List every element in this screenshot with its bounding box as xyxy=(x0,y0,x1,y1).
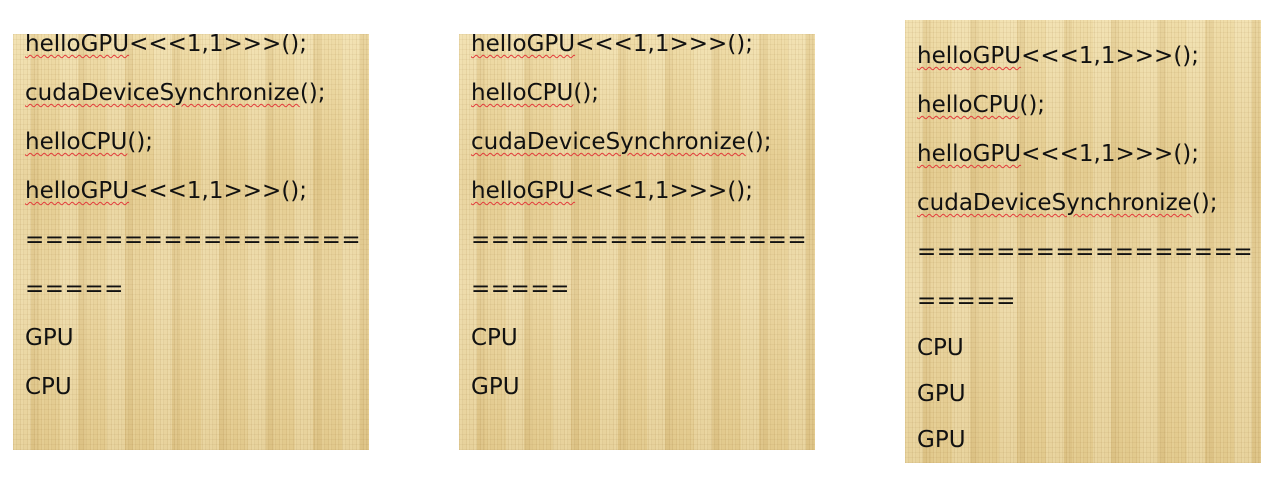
separator-line: ===== xyxy=(471,276,570,302)
call-suffix: (); xyxy=(745,129,772,155)
code-line: helloGPU<<<1,1>>>(); xyxy=(471,34,753,58)
call-suffix: <<<1,1>>>(); xyxy=(575,178,754,204)
call-suffix: (); xyxy=(1191,190,1218,216)
call-suffix: <<<1,1>>>(); xyxy=(575,34,754,57)
output-line: GPU xyxy=(471,374,520,400)
code-line: helloGPU<<<1,1>>>(); xyxy=(471,177,753,205)
output-line: GPU xyxy=(25,325,74,351)
code-line: helloGPU<<<1,1>>>(); xyxy=(25,177,307,205)
separator-line: ================= xyxy=(471,227,808,253)
function-name: helloCPU xyxy=(25,129,128,155)
code-panel-2: helloGPU<<<1,1>>>(); helloCPU(); cudaDev… xyxy=(459,34,815,450)
call-suffix: <<<1,1>>>(); xyxy=(129,34,308,57)
code-line: helloGPU<<<1,1>>>(); xyxy=(917,42,1199,70)
separator-line: ================= xyxy=(25,227,362,253)
function-name: cudaDeviceSynchronize xyxy=(471,129,746,155)
function-name: helloCPU xyxy=(471,80,574,106)
code-panel-3: helloGPU<<<1,1>>>(); helloCPU(); helloGP… xyxy=(905,20,1261,463)
separator-line: ================= xyxy=(917,239,1254,265)
code-line: helloCPU(); xyxy=(471,79,599,107)
code-line: helloGPU<<<1,1>>>(); xyxy=(25,34,307,58)
function-name: helloGPU xyxy=(917,141,1022,167)
function-name: helloGPU xyxy=(471,34,576,57)
output-line: CPU xyxy=(25,374,72,400)
code-line: helloCPU(); xyxy=(25,128,153,156)
call-suffix: (); xyxy=(127,129,154,155)
function-name: helloGPU xyxy=(917,43,1022,69)
code-line: cudaDeviceSynchronize(); xyxy=(471,128,772,156)
code-line: cudaDeviceSynchronize(); xyxy=(25,79,326,107)
function-name: cudaDeviceSynchronize xyxy=(25,80,300,106)
function-name: helloCPU xyxy=(917,92,1020,118)
separator-line: ===== xyxy=(917,288,1016,314)
output-line: CPU xyxy=(471,325,518,351)
call-suffix: (); xyxy=(1019,92,1046,118)
code-line: cudaDeviceSynchronize(); xyxy=(917,189,1218,217)
code-panel-1: helloGPU<<<1,1>>>(); cudaDeviceSynchroni… xyxy=(13,34,369,450)
function-name: helloGPU xyxy=(471,178,576,204)
function-name: cudaDeviceSynchronize xyxy=(917,190,1192,216)
call-suffix: (); xyxy=(299,80,326,106)
call-suffix: <<<1,1>>>(); xyxy=(129,178,308,204)
code-line: helloCPU(); xyxy=(917,91,1045,119)
output-line: GPU xyxy=(917,427,966,453)
call-suffix: <<<1,1>>>(); xyxy=(1021,43,1200,69)
separator-line: ===== xyxy=(25,276,124,302)
call-suffix: <<<1,1>>>(); xyxy=(1021,141,1200,167)
output-line: GPU xyxy=(917,381,966,407)
output-line: CPU xyxy=(917,335,964,361)
call-suffix: (); xyxy=(573,80,600,106)
function-name: helloGPU xyxy=(25,178,130,204)
function-name: helloGPU xyxy=(25,34,130,57)
code-line: helloGPU<<<1,1>>>(); xyxy=(917,140,1199,168)
